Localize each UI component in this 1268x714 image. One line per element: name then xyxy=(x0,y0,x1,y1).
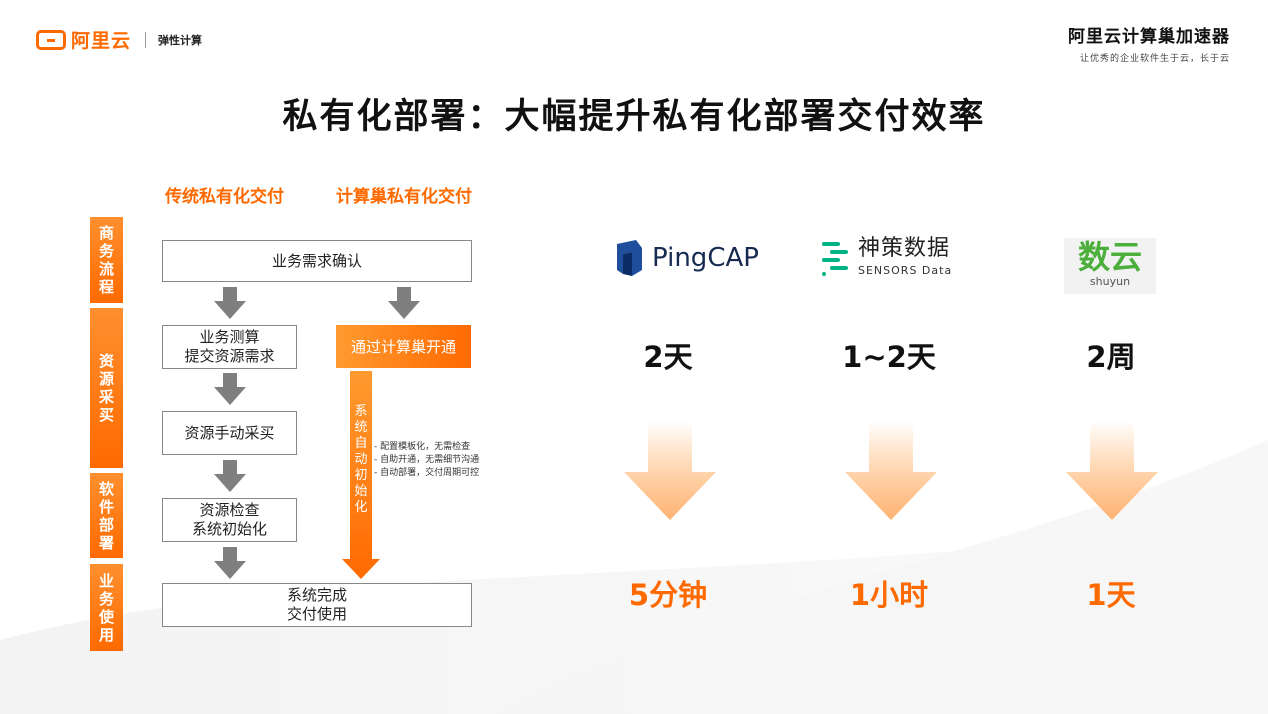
traditional-delivery-heading: 传统私有化交付 xyxy=(165,187,284,207)
sensors-after-time: 1小时 xyxy=(849,578,929,612)
auto-init-arrow xyxy=(342,371,380,579)
business-confirm-label: 业务需求确认 xyxy=(271,251,362,270)
stage-procurement: 资源采买 xyxy=(90,308,123,468)
note-line: - 自助开通，无需细节沟通 xyxy=(374,455,480,465)
stage-label: 业务使用 xyxy=(98,571,114,644)
nest-open-label: 通过计算巢开通 xyxy=(350,338,456,356)
brand-block: 阿里云计算巢加速器 让优秀的企业软件生于云，长于云 xyxy=(1068,22,1230,64)
sensors-data-name-en: SENSORS Data xyxy=(858,264,953,277)
gray-arrow-3 xyxy=(214,460,246,492)
brand-title: 阿里云计算巢加速器 xyxy=(1068,27,1230,47)
gray-arrow-1 xyxy=(214,287,246,319)
improvement-arrow-pingcap xyxy=(624,420,716,520)
pingcap-after-time: 5分钟 xyxy=(628,578,708,612)
shuyun-logo: 数云 shuyun xyxy=(1064,238,1156,294)
note-line: - 配置模板化，无需检查 xyxy=(374,442,471,452)
system-done-line-2: 交付使用 xyxy=(286,605,347,623)
resource-check-box: 资源检查 系统初始化 xyxy=(162,498,297,542)
nest-open-box: 通过计算巢开通 xyxy=(336,325,471,368)
manual-purchase-box: 资源手动采买 xyxy=(162,411,297,455)
gray-arrow-2 xyxy=(214,373,246,405)
stage-label: 软件部署 xyxy=(98,479,114,552)
estimate-line-1: 业务测算 xyxy=(199,328,260,346)
stage-usage: 业务使用 xyxy=(90,564,123,651)
computenest-delivery-heading: 计算巢私有化交付 xyxy=(336,187,472,207)
manual-purchase-label: 资源手动采买 xyxy=(184,423,275,442)
shuyun-before-time: 2周 xyxy=(1086,340,1136,374)
sensors-data-icon xyxy=(822,241,848,276)
improvement-arrow-sensors xyxy=(845,420,937,520)
stage-business: 商务流程 xyxy=(90,217,123,303)
auto-init-label: 系统自动初始化 xyxy=(354,404,368,515)
logo-subtitle: 弹性计算 xyxy=(158,33,203,47)
sensors-data-logo: 神策数据 SENSORS Data xyxy=(820,238,952,277)
stage-label: 商务流程 xyxy=(98,224,114,296)
estimate-box: 业务测算 提交资源需求 xyxy=(162,325,297,369)
brand-slogan: 让优秀的企业软件生于云，长于云 xyxy=(1079,54,1230,64)
sensors-before-time: 1~2天 xyxy=(842,340,936,374)
note-line: - 自动部署，交付周期可控 xyxy=(374,468,480,478)
pingcap-icon xyxy=(617,240,642,276)
stage-deployment: 软件部署 xyxy=(90,473,123,558)
shuyun-after-time: 1天 xyxy=(1086,578,1136,612)
logo-text: 阿里云 xyxy=(71,30,132,52)
resource-check-line-1: 资源检查 xyxy=(199,501,260,519)
gray-arrow-nest xyxy=(388,287,420,319)
business-confirm-box: 业务需求确认 xyxy=(162,240,472,282)
aliyun-logo: 阿里云 弹性计算 xyxy=(36,26,202,53)
system-done-line-1: 系统完成 xyxy=(286,586,347,604)
auto-notes: - 配置模板化，无需检查 - 自助开通，无需细节沟通 - 自动部署，交付周期可控 xyxy=(374,441,479,480)
aliyun-logo-icon xyxy=(36,29,66,50)
gray-arrow-4 xyxy=(214,547,246,579)
sensors-data-name: 神策数据 xyxy=(858,236,951,261)
shuyun-name-en: shuyun xyxy=(1089,275,1131,288)
page-title: 私有化部署：大幅提升私有化部署交付效率 xyxy=(282,97,986,137)
shuyun-name: 数云 xyxy=(1077,238,1142,276)
system-done-box: 系统完成 交付使用 xyxy=(162,583,472,627)
estimate-line-2: 提交资源需求 xyxy=(184,347,275,365)
pingcap-name: PingCAP xyxy=(652,243,759,273)
improvement-arrow-shuyun xyxy=(1066,420,1158,520)
pingcap-logo: PingCAP xyxy=(614,240,759,276)
stage-label: 资源采买 xyxy=(98,352,114,424)
resource-check-line-2: 系统初始化 xyxy=(191,520,267,538)
pingcap-before-time: 2天 xyxy=(643,340,693,374)
logo-divider xyxy=(145,31,147,48)
